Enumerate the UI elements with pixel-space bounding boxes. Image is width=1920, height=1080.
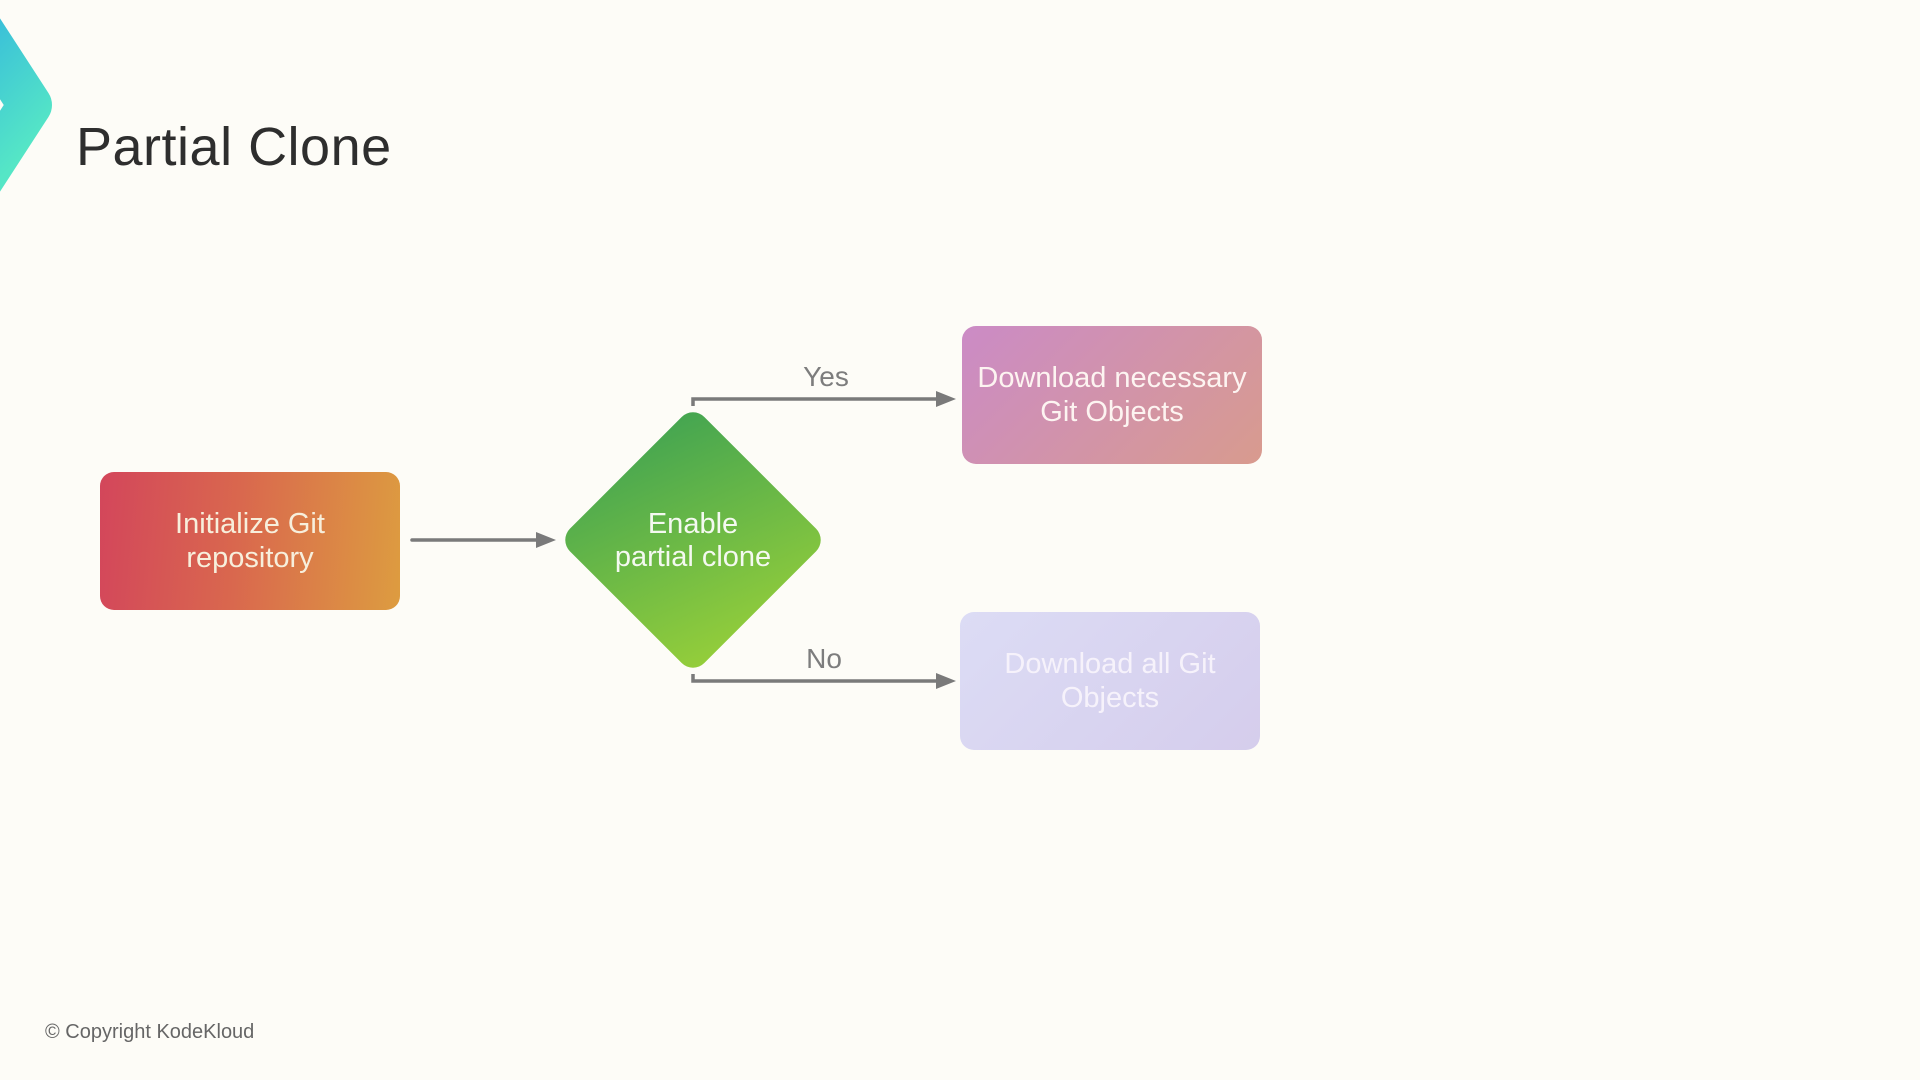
node-initialize-git-repository: Initialize Git repository	[100, 472, 400, 610]
arrowhead-no-icon	[936, 673, 956, 689]
node-label: Download necessary Git Objects	[977, 362, 1247, 428]
copyright-text: © Copyright KodeKloud	[45, 1021, 255, 1043]
arrow-yes-line	[691, 397, 937, 406]
page-title: Partial Clone	[76, 117, 392, 178]
arrowhead-init-to-decision-icon	[536, 532, 556, 548]
chevron-icon	[0, 18, 52, 192]
node-enable-partial-clone: Enable partial clone	[614, 508, 772, 573]
node-download-all-git-objects: Download all Git Objects	[960, 612, 1260, 750]
arrow-no-line	[691, 674, 937, 683]
edge-label-no: No	[806, 643, 842, 674]
node-label: Download all Git Objects	[1004, 648, 1216, 714]
kodekloud-logo-icon	[0, 18, 52, 192]
arrowhead-yes-icon	[936, 391, 956, 407]
edge-label-yes: Yes	[803, 361, 849, 392]
node-download-necessary-git-objects: Download necessary Git Objects	[962, 326, 1262, 464]
node-label: Initialize Git repository	[175, 508, 325, 574]
